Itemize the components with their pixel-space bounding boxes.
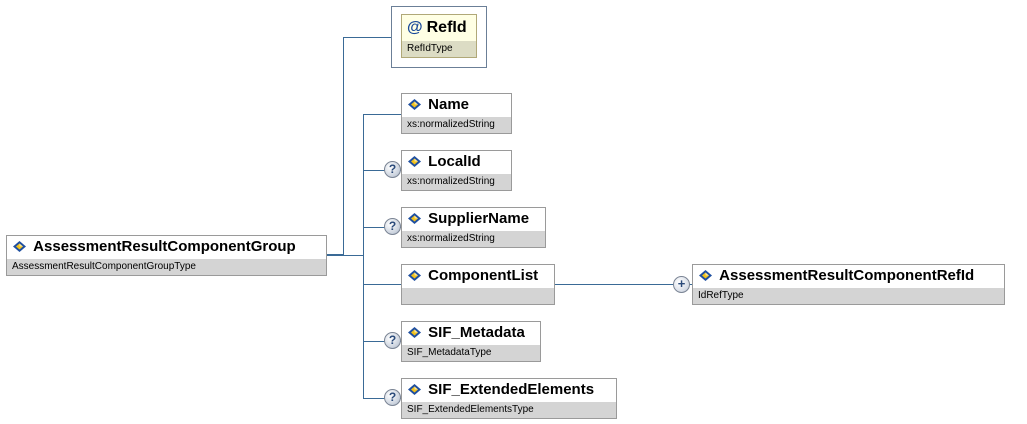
element-type: SIF_MetadataType	[402, 345, 540, 361]
root-element-type: AssessmentResultComponentGroupType	[7, 259, 326, 275]
optional-icon-sif-extended: ?	[384, 389, 401, 406]
element-icon	[408, 213, 421, 224]
attribute-name: RefId	[426, 19, 467, 36]
attribute-type: RefIdType	[402, 41, 476, 57]
element-node-name[interactable]: Name xs:normalizedString	[401, 93, 512, 134]
element-icon	[408, 384, 421, 395]
element-name: Name	[428, 96, 470, 113]
element-name: AssessmentResultComponentRefId	[719, 267, 975, 284]
element-node-sif-metadata[interactable]: SIF_Metadata SIF_MetadataType	[401, 321, 541, 362]
element-node-localid[interactable]: LocalId xs:normalizedString	[401, 150, 512, 191]
element-type: SIF_ExtendedElementsType	[402, 402, 616, 418]
element-type: xs:normalizedString	[402, 174, 511, 190]
element-name: SupplierName	[428, 210, 530, 227]
element-icon	[408, 156, 421, 167]
element-icon	[408, 327, 421, 338]
optional-icon-sif-metadata: ?	[384, 332, 401, 349]
element-icon	[408, 270, 421, 281]
element-icon	[408, 99, 421, 110]
attribute-group-box: @RefId RefIdType	[391, 6, 487, 68]
optional-icon-localid: ?	[384, 161, 401, 178]
element-node-assessmentresultcomponentrefid[interactable]: AssessmentResultComponentRefId IdRefType	[692, 264, 1005, 305]
element-node-sif-extended[interactable]: SIF_ExtendedElements SIF_ExtendedElement…	[401, 378, 617, 419]
element-node-componentlist[interactable]: ComponentList	[401, 264, 555, 305]
element-name: ComponentList	[428, 267, 539, 284]
attribute-node-refid[interactable]: @RefId RefIdType	[401, 14, 477, 58]
element-name: LocalId	[428, 153, 481, 170]
element-icon	[13, 241, 26, 252]
element-type: xs:normalizedString	[402, 231, 545, 247]
element-name: SIF_Metadata	[428, 324, 525, 341]
element-icon	[699, 270, 712, 281]
optional-icon-suppliername: ?	[384, 218, 401, 235]
element-type: IdRefType	[693, 288, 1004, 304]
expand-icon[interactable]: +	[673, 276, 690, 293]
root-element-name: AssessmentResultComponentGroup	[33, 238, 296, 255]
element-name: SIF_ExtendedElements	[428, 381, 595, 398]
element-type	[402, 288, 554, 304]
root-element-node[interactable]: AssessmentResultComponentGroup Assessmen…	[6, 235, 327, 276]
element-node-suppliername[interactable]: SupplierName xs:normalizedString	[401, 207, 546, 248]
attribute-icon: @	[407, 19, 423, 36]
element-type: xs:normalizedString	[402, 117, 511, 133]
connector-root-attribute	[327, 37, 391, 255]
